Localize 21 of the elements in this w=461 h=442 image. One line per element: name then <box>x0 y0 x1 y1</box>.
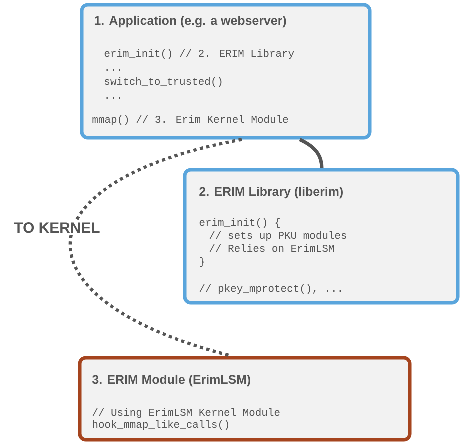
code-box <box>78 356 412 442</box>
dotted-connector <box>69 138 242 358</box>
code-line: // Using ErimLSM Kernel Module <box>92 408 280 418</box>
code-line: // Relies on ErimLSM <box>210 244 334 252</box>
code-line: } <box>200 257 204 268</box>
code-line: // pkey_mprotect(), ... <box>200 284 342 294</box>
code-line: hook_mmap_like_calls() <box>93 420 229 430</box>
code-box <box>183 168 460 305</box>
code-line: // sets up PKU modules <box>210 231 346 242</box>
connector <box>299 138 324 168</box>
code-line: erim_init() // 2. ERIM Library <box>104 49 294 60</box>
code-line: mmap() // 3. Erim Kernel Module <box>92 115 288 126</box>
code-line: erim_init() { <box>200 218 280 228</box>
code-line: ... <box>106 69 120 71</box>
code-line: ... <box>106 97 120 99</box>
edge-label: TO KERNEL <box>12 220 102 236</box>
code-line: switch_to_trusted() <box>105 77 222 88</box>
code-box <box>80 3 372 140</box>
box-title: 2. ERIM Library (liberim) <box>200 186 343 199</box>
box-title: 1. Application (e.g. a webserver) <box>94 16 286 28</box>
box-title: 3. ERIM Module (ErimLSM) <box>92 374 250 387</box>
